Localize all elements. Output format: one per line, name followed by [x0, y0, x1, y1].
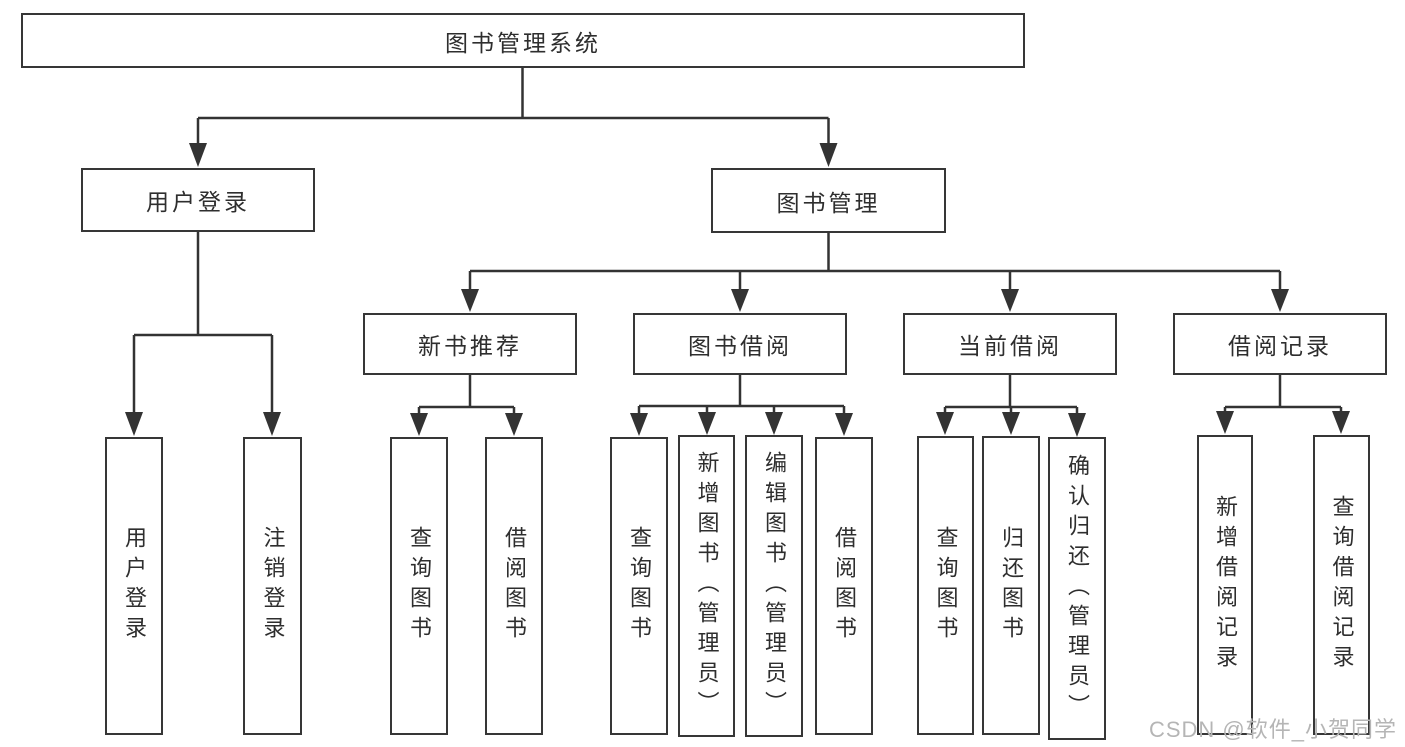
leaf-label: 注销登录	[260, 526, 286, 646]
leaf-edit-book-admin: 编辑图书（管理员）	[745, 435, 803, 737]
leaf-query-borrow-record: 查询借阅记录	[1313, 435, 1370, 735]
leaf-add-book-admin: 新增图书（管理员）	[678, 435, 735, 737]
leaf-user-login: 用户登录	[105, 437, 163, 735]
node-current-borrowing: 当前借阅	[903, 313, 1117, 375]
node-label: 当前借阅	[958, 333, 1062, 359]
leaf-label: 查询图书	[933, 525, 959, 646]
leaf-label: 新增图书（管理员）	[694, 451, 720, 721]
node-borrowing-records: 借阅记录	[1173, 313, 1387, 375]
node-book-management: 图书管理	[711, 168, 946, 233]
node-label: 借阅记录	[1228, 333, 1332, 359]
leaf-return-book: 归还图书	[982, 436, 1040, 735]
leaf-label: 查询图书	[627, 526, 652, 646]
leaf-label: 查询借阅记录	[1329, 495, 1355, 675]
leaf-recommend-borrow-book: 借阅图书	[485, 437, 543, 735]
csdn-watermark: CSDN @软件_小贺同学	[1148, 717, 1397, 742]
node-book-borrowing: 图书借阅	[633, 313, 847, 375]
node-label: 图书管理	[776, 189, 881, 216]
node-label: 新书推荐	[418, 333, 522, 359]
node-label: 图书管理系统	[445, 29, 601, 56]
leaf-label: 查询图书	[407, 526, 432, 646]
node-label: 图书借阅	[688, 333, 792, 359]
node-library-management-system: 图书管理系统	[21, 13, 1025, 68]
leaf-label: 编辑图书（管理员）	[762, 451, 787, 721]
leaf-label: 归还图书	[999, 525, 1024, 646]
leaf-label: 借阅图书	[832, 526, 857, 646]
leaf-current-query-book: 查询图书	[917, 436, 974, 735]
leaf-borrow-book: 借阅图书	[815, 437, 873, 735]
node-new-book-recommendation: 新书推荐	[363, 313, 577, 375]
leaf-recommend-query-book: 查询图书	[390, 437, 448, 735]
leaf-label: 用户登录	[122, 526, 147, 646]
leaf-label: 新增借阅记录	[1213, 495, 1238, 675]
leaf-label: 借阅图书	[502, 526, 527, 646]
leaf-borrow-query-book: 查询图书	[610, 437, 668, 735]
leaf-label: 确认归还（管理员）	[1065, 453, 1090, 724]
leaf-confirm-return-admin: 确认归还（管理员）	[1048, 437, 1106, 740]
leaf-add-borrow-record: 新增借阅记录	[1197, 435, 1253, 735]
node-user-login: 用户登录	[81, 168, 315, 232]
node-label: 用户登录	[146, 189, 250, 215]
leaf-logout: 注销登录	[243, 437, 302, 735]
